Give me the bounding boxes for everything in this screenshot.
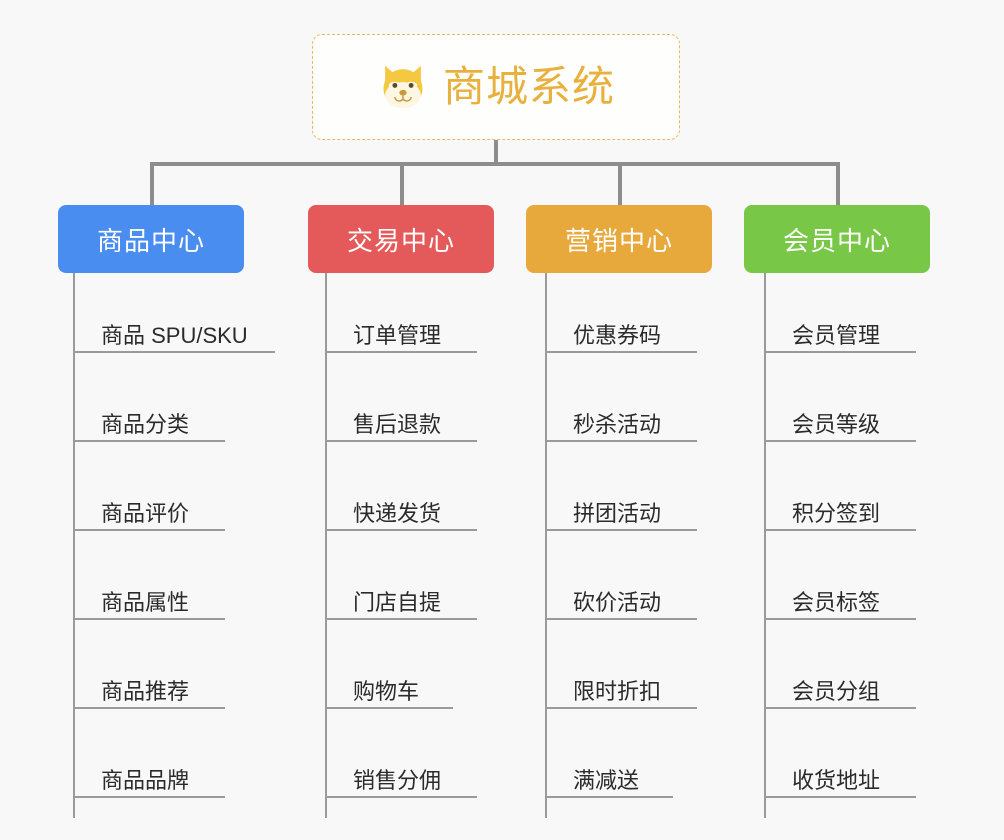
- leaf-rule: [325, 707, 453, 709]
- category-header-3[interactable]: 营销中心: [526, 205, 712, 273]
- leaf-item[interactable]: 会员标签: [764, 592, 916, 620]
- leaf-item[interactable]: 砍价活动: [545, 592, 697, 620]
- leaf-rule: [545, 707, 697, 709]
- leaf-label: 快递发货: [353, 501, 442, 526]
- leaf-label: 商品分类: [101, 412, 190, 437]
- leaf-label: 会员管理: [792, 323, 881, 348]
- leaf-rule: [545, 440, 697, 442]
- leaf-item[interactable]: 积分签到: [764, 503, 916, 531]
- category-header-4-label: 会员中心: [782, 225, 891, 256]
- leaf-item[interactable]: 快递发货: [325, 503, 477, 531]
- dog-face-icon: [377, 61, 429, 113]
- leaf-label: 满减送: [573, 768, 640, 793]
- leaf-item[interactable]: 商品推荐: [73, 681, 225, 709]
- leaf-rule: [764, 796, 916, 798]
- category-header-3-label: 营销中心: [564, 225, 673, 256]
- leaf-label: 秒杀活动: [573, 412, 662, 437]
- category-header-1-label: 商品中心: [96, 225, 205, 256]
- leaf-rule: [764, 529, 916, 531]
- leaf-item[interactable]: 售后退款: [325, 414, 477, 442]
- leaf-label: 商品品牌: [101, 768, 190, 793]
- leaf-item[interactable]: 订单管理: [325, 325, 477, 353]
- leaf-rule: [73, 440, 225, 442]
- category-header-2[interactable]: 交易中心: [308, 205, 494, 273]
- leaf-label: 积分签到: [792, 501, 881, 526]
- category-header-4[interactable]: 会员中心: [744, 205, 930, 273]
- leaf-rule: [545, 529, 697, 531]
- connector-root-stem: [494, 140, 498, 164]
- leaf-item[interactable]: 商品品牌: [73, 770, 225, 798]
- leaf-item[interactable]: 秒杀活动: [545, 414, 697, 442]
- leaf-label: 收货地址: [792, 768, 881, 793]
- leaf-rule: [325, 529, 477, 531]
- leaf-rule: [73, 351, 275, 353]
- leaf-label: 砍价活动: [573, 590, 662, 615]
- leaf-label: 销售分佣: [353, 768, 442, 793]
- leaf-item[interactable]: 拼团活动: [545, 503, 697, 531]
- leaf-item[interactable]: 商品评价: [73, 503, 225, 531]
- column-stem-2: [325, 273, 327, 818]
- leaf-rule: [325, 440, 477, 442]
- leaf-label: 会员标签: [792, 590, 881, 615]
- leaf-rule: [73, 707, 225, 709]
- leaf-rule: [73, 529, 225, 531]
- leaf-rule: [764, 351, 916, 353]
- leaf-item[interactable]: 优惠券码: [545, 325, 697, 353]
- leaf-item[interactable]: 商品 SPU/SKU: [73, 325, 275, 353]
- leaf-rule: [764, 707, 916, 709]
- leaf-label: 商品属性: [101, 590, 190, 615]
- leaf-rule: [545, 618, 697, 620]
- leaf-item[interactable]: 销售分佣: [325, 770, 477, 798]
- connector-drop-3: [618, 162, 622, 205]
- leaf-rule: [73, 618, 225, 620]
- column-stem-1: [73, 273, 75, 818]
- leaf-label: 商品评价: [101, 501, 190, 526]
- category-header-2-label: 交易中心: [346, 225, 455, 256]
- connector-drop-4: [836, 162, 840, 205]
- leaf-label: 拼团活动: [573, 501, 662, 526]
- leaf-rule: [73, 796, 225, 798]
- leaf-rule: [325, 796, 477, 798]
- leaf-item[interactable]: 限时折扣: [545, 681, 697, 709]
- root-title: 商城系统: [442, 63, 615, 110]
- leaf-rule: [764, 618, 916, 620]
- root-node[interactable]: 商城系统: [312, 34, 680, 140]
- leaf-rule: [325, 618, 477, 620]
- column-stem-4: [764, 273, 766, 818]
- connector-horizontal-bus: [150, 162, 840, 166]
- leaf-rule: [764, 440, 916, 442]
- leaf-label: 限时折扣: [573, 679, 662, 704]
- leaf-item[interactable]: 收货地址: [764, 770, 916, 798]
- column-stem-3: [545, 273, 547, 818]
- leaf-label: 订单管理: [353, 323, 442, 348]
- leaf-rule: [545, 351, 697, 353]
- leaf-label: 会员分组: [792, 679, 881, 704]
- leaf-label: 会员等级: [792, 412, 881, 437]
- leaf-rule: [325, 351, 477, 353]
- leaf-item[interactable]: 商品属性: [73, 592, 225, 620]
- category-header-1[interactable]: 商品中心: [58, 205, 244, 273]
- leaf-label: 商品推荐: [101, 679, 190, 704]
- leaf-item[interactable]: 商品分类: [73, 414, 225, 442]
- leaf-item[interactable]: 会员等级: [764, 414, 916, 442]
- leaf-label: 商品 SPU/SKU: [101, 323, 248, 348]
- leaf-item[interactable]: 会员分组: [764, 681, 916, 709]
- leaf-rule: [545, 796, 673, 798]
- connector-drop-2: [400, 162, 404, 205]
- leaf-item[interactable]: 满减送: [545, 770, 673, 798]
- connector-drop-1: [150, 162, 154, 205]
- leaf-label: 优惠券码: [573, 323, 662, 348]
- leaf-item[interactable]: 会员管理: [764, 325, 916, 353]
- leaf-item[interactable]: 门店自提: [325, 592, 477, 620]
- leaf-item[interactable]: 购物车: [325, 681, 453, 709]
- leaf-label: 售后退款: [353, 412, 442, 437]
- leaf-label: 门店自提: [353, 590, 442, 615]
- leaf-label: 购物车: [353, 679, 420, 704]
